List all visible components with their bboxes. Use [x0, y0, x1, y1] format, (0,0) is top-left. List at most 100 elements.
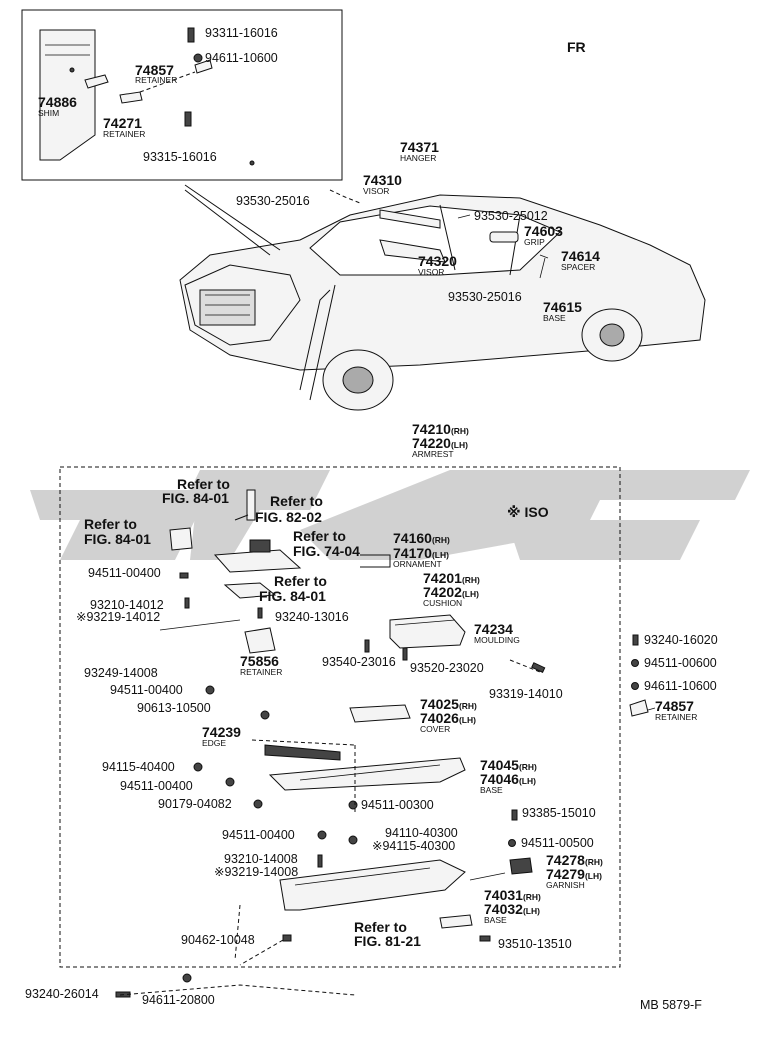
label-74614: 74614: [561, 248, 600, 264]
label-74320: 74320: [418, 253, 457, 269]
label-74279: 74279(LH): [546, 866, 602, 882]
label-74201: 74201(RH): [423, 570, 480, 586]
label-94110-40300: 94110-40300: [385, 826, 458, 840]
label-94511-00600: 94511-00600: [644, 656, 717, 670]
label-93240-13016: 93240-13016: [275, 610, 349, 624]
iso-note: ※ ISO: [507, 504, 549, 520]
label-93315: 93315-16016: [143, 150, 217, 164]
label-93210-14012: 93210-14012: [90, 598, 164, 612]
label-75856: 75856: [240, 653, 279, 669]
label-74857-a: 74857: [135, 62, 174, 78]
ref4-line2: FIG. 74-04: [293, 543, 360, 559]
label-cushion-sub: CUSHION: [423, 598, 462, 608]
label-74026: 74026(LH): [420, 710, 476, 726]
ref2-line1: Refer to: [270, 493, 323, 509]
label-74857-a-sub: RETAINER: [135, 75, 177, 85]
label-cover-sub: COVER: [420, 724, 450, 734]
label-94611-10600-b: 94611-10600: [644, 679, 717, 693]
label-74046: 74046(LH): [480, 771, 536, 787]
ref1-line2: FIG. 84-01: [162, 490, 229, 506]
inset-frame: [21, 9, 343, 181]
label-94611-a: 94611-10600: [205, 51, 278, 65]
label-90462-10048: 90462-10048: [181, 933, 255, 947]
label-74857-b: 74857: [655, 698, 694, 714]
armrest-frame: [59, 466, 621, 968]
ref5-line1: Refer to: [274, 573, 327, 589]
label-94511-00400-b: 94511-00400: [110, 683, 183, 697]
label-90179-04082: 90179-04082: [158, 797, 232, 811]
label-ornament-sub: ORNAMENT: [393, 559, 442, 569]
label-93530-b: 93530-25012: [474, 209, 548, 223]
label-74614-sub: SPACER: [561, 262, 595, 272]
label-94115-40300: ※94115-40300: [372, 839, 455, 853]
label-94511-00400-d: 94511-00400: [222, 828, 295, 842]
label-93249-14008: 93249-14008: [84, 666, 158, 680]
label-74603: 74603: [524, 223, 563, 239]
label-garnish-sub: GARNISH: [546, 880, 585, 890]
label-93240-16020: 93240-16020: [644, 633, 718, 647]
label-74202: 74202(LH): [423, 584, 479, 600]
label-74371-sub: HANGER: [400, 153, 436, 163]
label-94511-00400-c: 94511-00400: [120, 779, 193, 793]
label-74310-sub: VISOR: [363, 186, 389, 196]
label-74210: 74210(RH): [412, 421, 469, 437]
footer-code: MB 5879-F: [640, 998, 702, 1012]
label-74031: 74031(RH): [484, 887, 541, 903]
label-74310: 74310: [363, 172, 402, 188]
label-93240-26014: 93240-26014: [25, 987, 99, 1001]
armrest-parts: [115, 189, 656, 998]
car-illustration: [179, 184, 706, 411]
label-93219-14008: ※93219-14008: [214, 865, 298, 879]
watermark-logo: [30, 470, 750, 560]
label-93311: 93311-16016: [205, 26, 278, 40]
label-94611-20800: 94611-20800: [142, 993, 215, 1007]
label-armrest-sub: ARMREST: [412, 449, 454, 459]
label-93219-14012: ※93219-14012: [76, 610, 160, 624]
label-93319-14010: 93319-14010: [489, 687, 563, 701]
ref6-line2: FIG. 81-21: [354, 933, 421, 949]
label-93385-15010: 93385-15010: [522, 806, 596, 820]
label-93540-23016: 93540-23016: [322, 655, 396, 669]
label-74271: 74271: [103, 115, 142, 131]
label-74025: 74025(RH): [420, 696, 477, 712]
label-75856-sub: RETAINER: [240, 667, 282, 677]
label-74239: 74239: [202, 724, 241, 740]
ref3-line1: Refer to: [84, 516, 137, 532]
label-93530-a: 93530-25016: [236, 194, 310, 208]
label-94115-40400: 94115-40400: [102, 760, 175, 774]
label-74160: 74160(RH): [393, 530, 450, 546]
label-74615-sub: BASE: [543, 313, 566, 323]
label-94511-00500: 94511-00500: [521, 836, 594, 850]
label-74220: 74220(LH): [412, 435, 468, 451]
label-93210-14008: 93210-14008: [224, 852, 298, 866]
label-74271-sub: RETAINER: [103, 129, 145, 139]
ref2-line2: FIG. 82-02: [255, 509, 322, 525]
label-90613-10500: 90613-10500: [137, 701, 211, 715]
label-base1-sub: BASE: [480, 785, 503, 795]
direction-label: FR: [567, 39, 586, 55]
label-94511-00300: 94511-00300: [361, 798, 434, 812]
label-74603-sub: GRIP: [524, 237, 545, 247]
label-74371: 74371: [400, 139, 439, 155]
label-74615: 74615: [543, 299, 582, 315]
ref1-line1: Refer to: [177, 476, 230, 492]
label-74320-sub: VISOR: [418, 267, 444, 277]
label-74045: 74045(RH): [480, 757, 537, 773]
label-74032: 74032(LH): [484, 901, 540, 917]
label-74857-b-sub: RETAINER: [655, 712, 697, 722]
label-74234: 74234: [474, 621, 513, 637]
ref5-line2: FIG. 84-01: [259, 588, 326, 604]
label-74278: 74278(RH): [546, 852, 603, 868]
label-moulding-sub: MOULDING: [474, 635, 520, 645]
label-94511-00400-a: 94511-00400: [88, 566, 161, 580]
label-base2-sub: BASE: [484, 915, 507, 925]
label-93510-13510: 93510-13510: [498, 937, 572, 951]
inset-door-panel: [39, 27, 255, 166]
label-93530-c: 93530-25016: [448, 290, 522, 304]
label-74170: 74170(LH): [393, 545, 449, 561]
ref6-line1: Refer to: [354, 919, 407, 935]
label-74886-sub: SHIM: [38, 108, 59, 118]
label-93520-23020: 93520-23020: [410, 661, 484, 675]
labels: FR 93311-16016 94611-10600 74857 RETAINE…: [25, 26, 718, 1012]
